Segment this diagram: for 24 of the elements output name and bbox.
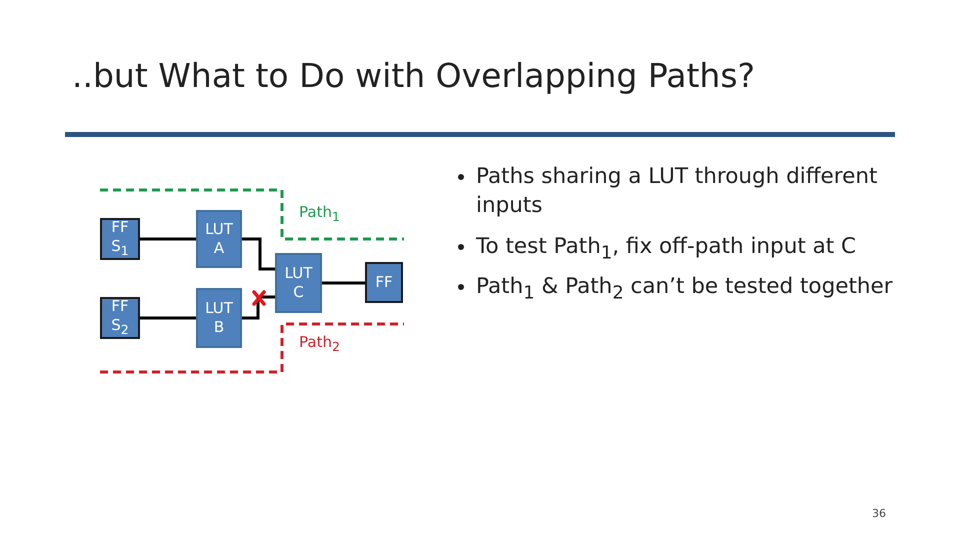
slide-title: ..but What to Do with Overlapping Paths? — [72, 56, 756, 95]
node-label: LUT C — [284, 264, 314, 302]
node-label: FF — [375, 273, 393, 292]
bullet-text: To test Path$_{1}$, fix off-path input at C — [458, 232, 916, 268]
lut-box — [196, 288, 242, 348]
wire — [242, 238, 275, 270]
node-label: LUT A — [204, 220, 234, 258]
node-label: LUT B — [204, 299, 234, 337]
lut-box — [196, 210, 242, 268]
path-label: Path$_{1}$ — [299, 203, 340, 224]
bullet-text: Path$_{1}$ & Path$_{2}$ can’t be tested together — [458, 272, 916, 308]
bullet-text: Paths sharing a LUT through different inputs — [458, 162, 916, 220]
flip-flop-box — [100, 218, 140, 260]
wire — [140, 238, 196, 240]
lut-box — [275, 253, 322, 313]
slide-number: 36 — [872, 507, 886, 520]
wire — [140, 316, 196, 320]
wire — [322, 282, 365, 284]
flip-flop-box — [365, 262, 403, 303]
flip-flop-box — [100, 297, 140, 339]
node-label: FF S$_{1}$ — [110, 218, 130, 260]
wire — [242, 296, 275, 320]
path-label: Path$_{2}$ — [299, 333, 340, 354]
node-label: FF S$_{2}$ — [110, 297, 130, 339]
